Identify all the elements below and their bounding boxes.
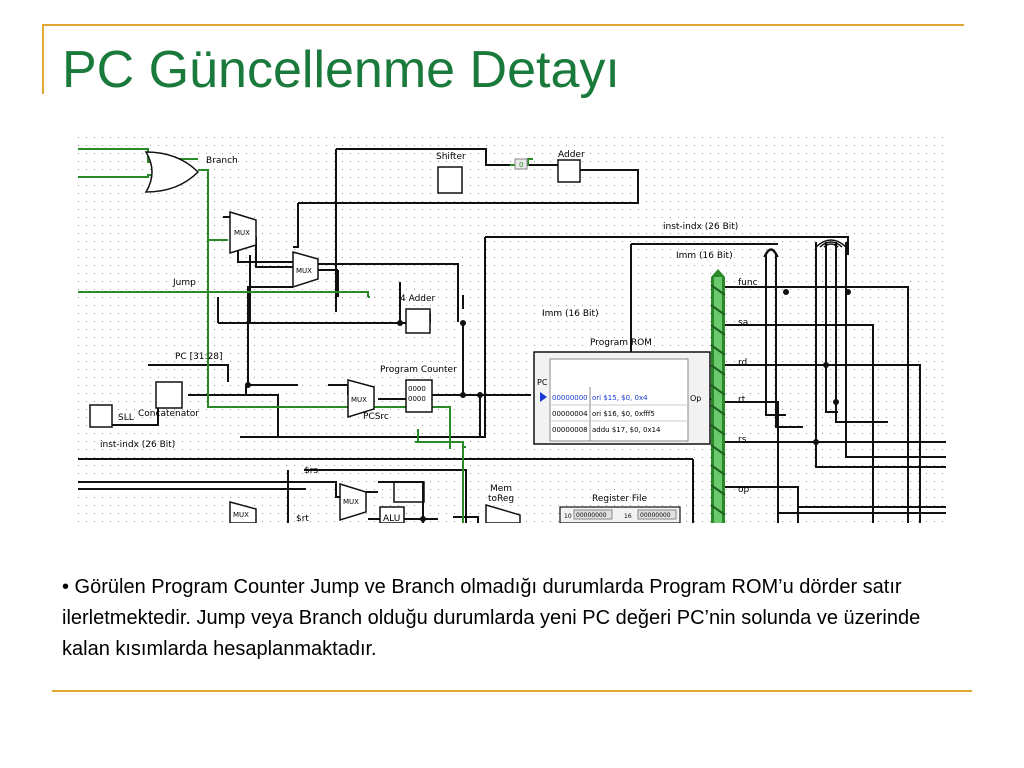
shifter-box [437, 166, 463, 194]
circuit-diagram: Branch Shifter Adder 0 MUX MUX MUX PCSrc… [78, 137, 946, 523]
adder-const-box [514, 158, 528, 170]
left-rule [42, 24, 44, 94]
srt-label: $rt [296, 514, 309, 523]
register-row: 10 00000000 16 00000000 [564, 509, 677, 520]
branch-label: Branch [206, 156, 238, 166]
svg-text:00000008: 00000008 [552, 426, 588, 434]
top-rule [42, 24, 964, 26]
slide-title: PC Güncellenme Detayı [62, 41, 620, 99]
srs-label: $rs [304, 466, 318, 476]
svg-text:16: 16 [624, 513, 632, 520]
svg-text:00000004: 00000004 [552, 410, 588, 418]
rom-row: 00000000 ori $15, $0, 0x4 [552, 394, 648, 402]
rom-op-port: Op [690, 394, 701, 403]
sll-box [89, 404, 113, 428]
adder-box [557, 159, 581, 183]
mux-5-label: MUX [343, 498, 359, 506]
imm-top-label: Imm (16 Bit) [676, 251, 733, 261]
field-func-label: func [738, 278, 758, 288]
mux-1-label: MUX [234, 229, 250, 237]
inst-indx-top-label: inst-indx (26 Bit) [663, 222, 738, 232]
field-rd-label: rd [738, 358, 747, 368]
pc-31-28-label: PC [31:28] [175, 352, 223, 362]
wire-junctions [245, 289, 851, 522]
svg-text:00000000: 00000000 [576, 512, 607, 519]
rom-row: 00000008 addu $17, $0, 0x14 [552, 426, 661, 434]
mux-1 [229, 210, 257, 255]
bottom-rule [52, 690, 972, 692]
adder-label: Adder [558, 150, 585, 160]
sll-label: SLL [118, 413, 134, 423]
program-rom-label: Program ROM [590, 338, 652, 348]
four-adder-label: 4 Adder [400, 294, 436, 304]
mem-to-reg-label-1: Mem [490, 484, 512, 494]
svg-text:00000000: 00000000 [640, 512, 671, 519]
rom-pc-arrow [540, 392, 547, 402]
pc-value-1: 0000 [408, 385, 426, 393]
program-counter-label: Program Counter [380, 365, 457, 375]
rom-row: 00000004 ori $16, $0, 0xfff5 [552, 410, 655, 418]
mux-4 [229, 501, 257, 523]
inst-indx-bottom-label: inst-indx (26 Bit) [100, 440, 175, 450]
mux-4-label: MUX [233, 511, 249, 519]
dark-wires [78, 148, 946, 523]
four-adder-box [405, 308, 431, 334]
adder-const-value: 0 [519, 161, 523, 169]
field-rt-label: rt [738, 395, 746, 405]
alu-top-link [393, 481, 425, 503]
svg-text:00000000: 00000000 [552, 394, 588, 402]
mux-mem-to-reg [485, 503, 521, 523]
svg-text:10: 10 [564, 513, 572, 520]
svg-text:ori $16, $0, 0xfff5: ori $16, $0, 0xfff5 [592, 410, 655, 418]
green-splitter [710, 269, 726, 523]
field-op-label: op [738, 485, 750, 495]
svg-text:addu $17, $0, 0x14: addu $17, $0, 0x14 [592, 426, 661, 434]
field-rs-label: rs [738, 435, 747, 445]
svg-text:ori $15, $0, 0x4: ori $15, $0, 0x4 [592, 394, 648, 402]
mux-pcsrc-label: MUX [351, 396, 367, 404]
field-sa-label: sa [738, 318, 748, 328]
concatenator-box [155, 381, 183, 409]
program-counter-box [405, 379, 433, 413]
description-bullet: • Görülen Program Counter Jump ve Branch… [62, 576, 921, 660]
mux-2-label: MUX [296, 267, 312, 275]
mux-5 [339, 482, 367, 522]
concatenator-label: Concatenator [138, 409, 199, 419]
pcsrc-label: PCSrc [363, 412, 389, 422]
mux-2 [292, 251, 319, 289]
jump-label: Jump [172, 278, 196, 288]
alu-box [379, 506, 405, 523]
bus-fans [763, 239, 847, 258]
imm-mid-label: Imm (16 Bit) [542, 309, 599, 319]
alu-label: ALU [383, 514, 400, 523]
shifter-label: Shifter [436, 152, 466, 162]
mux-pcsrc [347, 379, 375, 419]
program-rom-inner [549, 358, 689, 442]
pc-value-2: 0000 [408, 395, 426, 403]
mem-to-reg-label-2: toReg [488, 494, 514, 504]
rom-pc-port: PC [537, 378, 548, 387]
or-gate [144, 151, 200, 193]
register-file-label: Register File [592, 494, 647, 504]
